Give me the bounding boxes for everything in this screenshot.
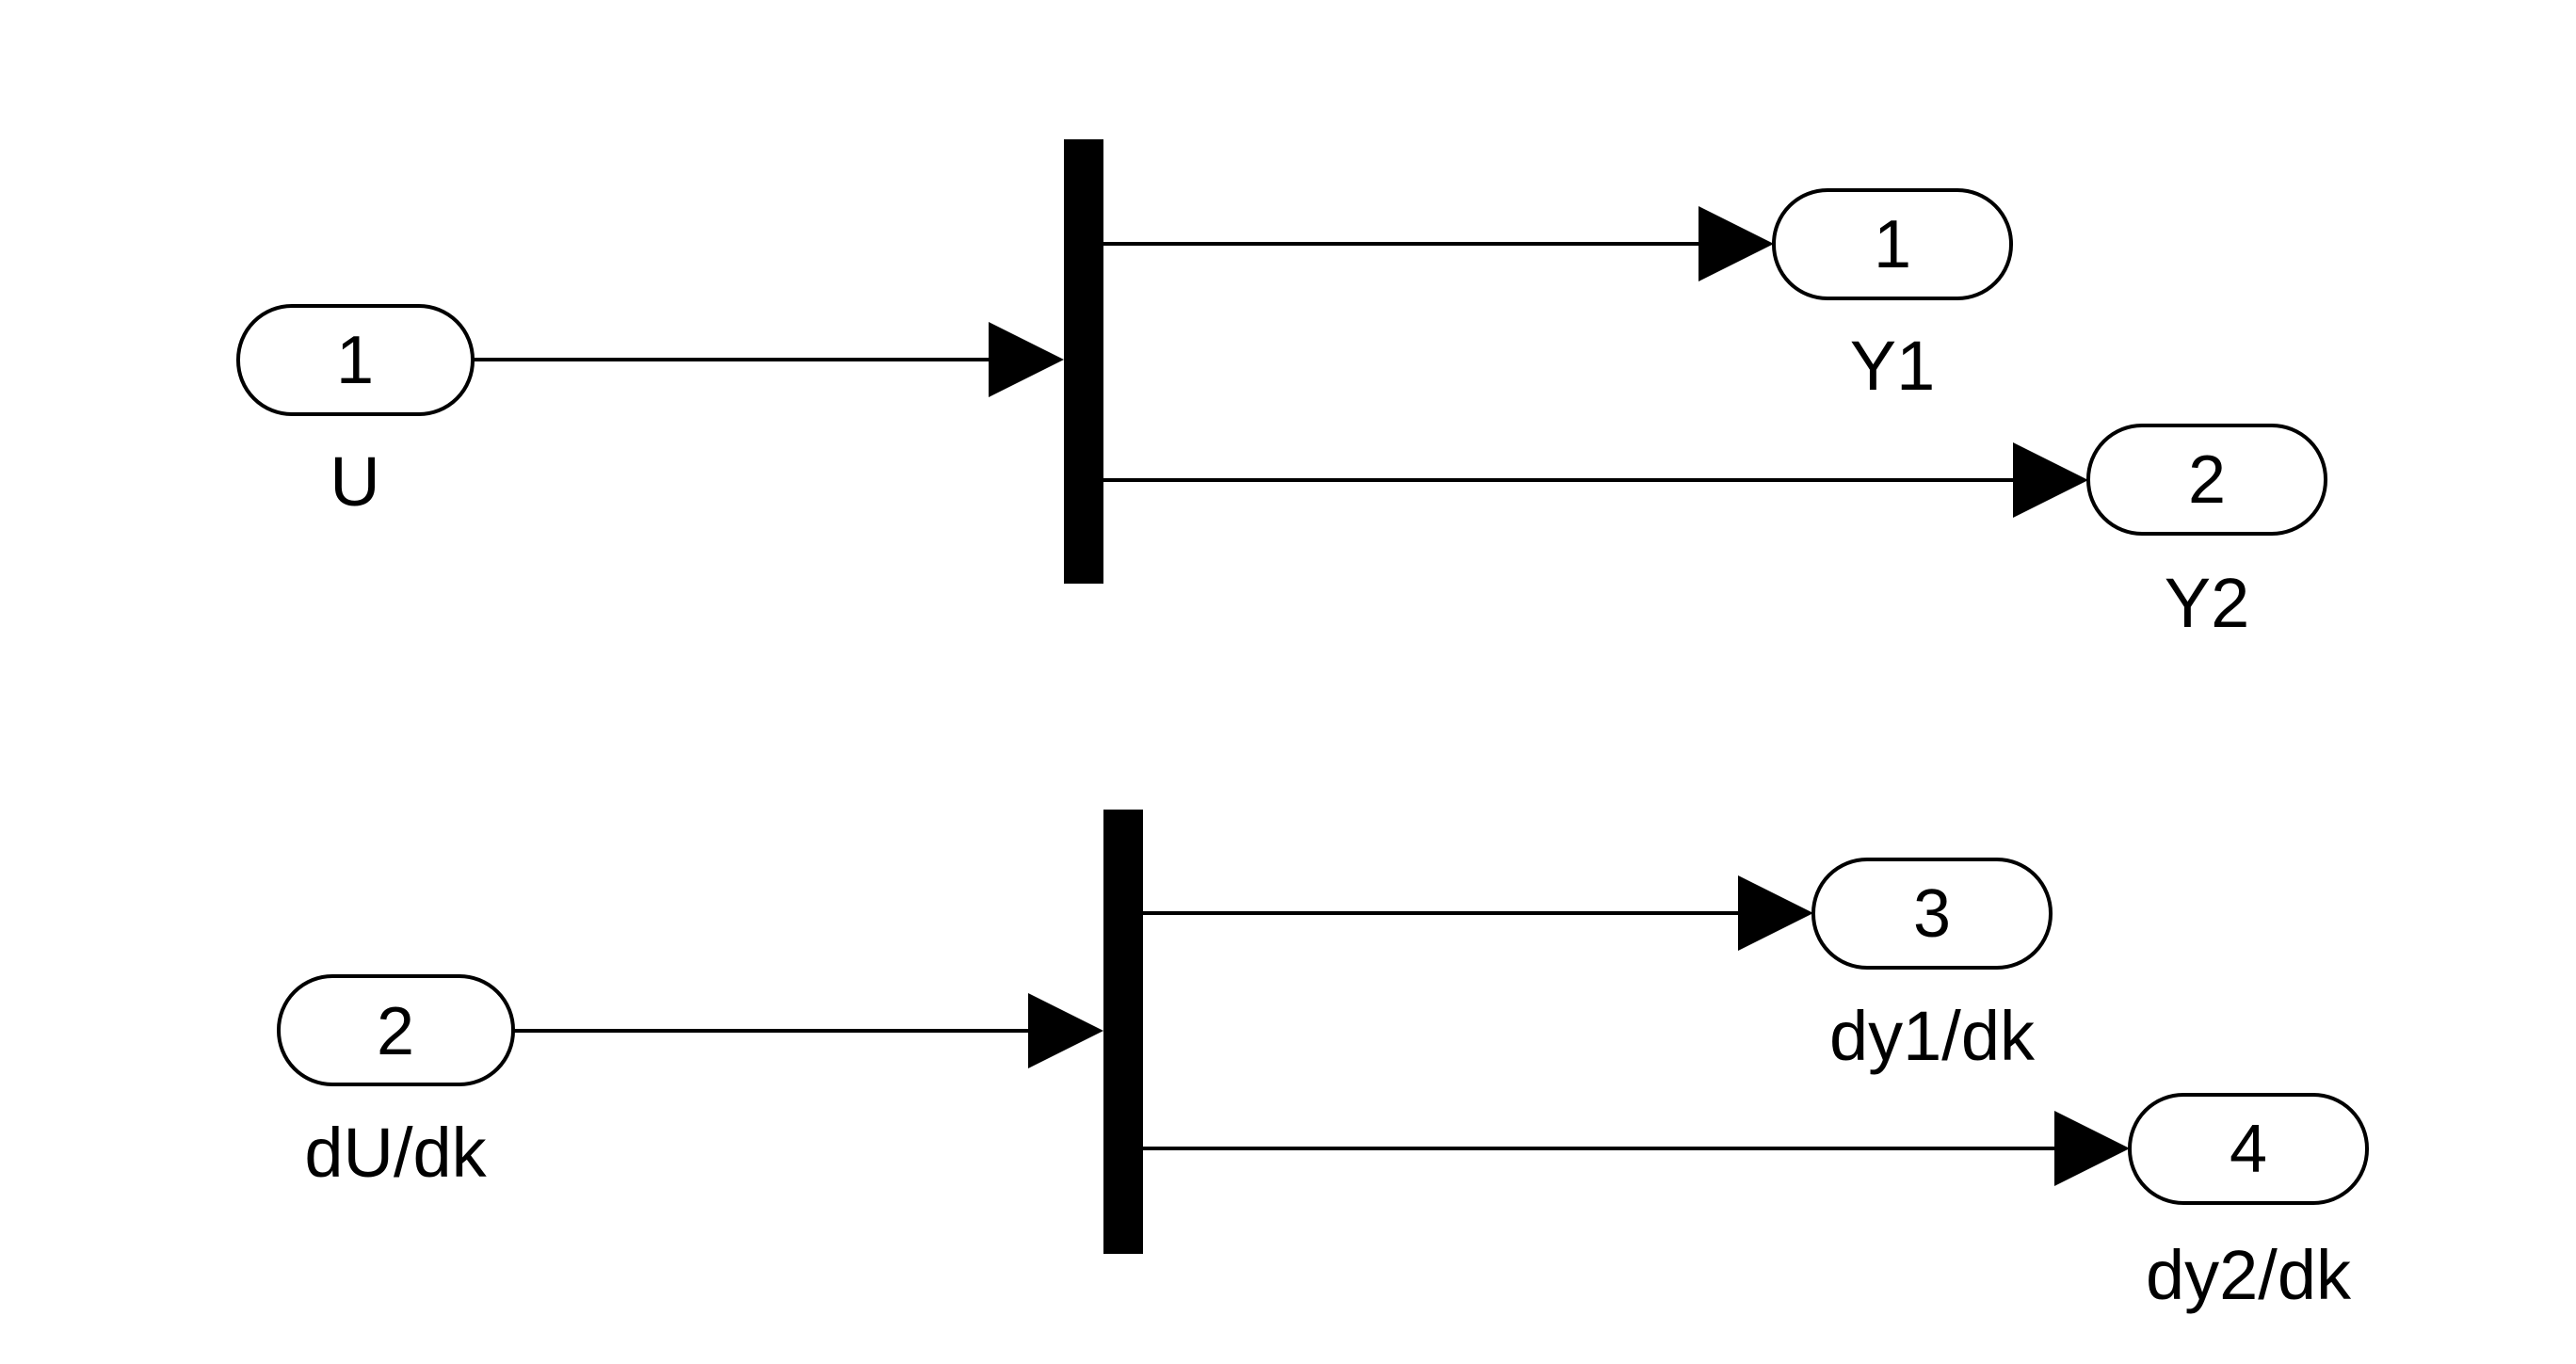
inport-1-oval bbox=[236, 304, 475, 416]
inport-1-label: U bbox=[330, 442, 379, 521]
outport-4-label: dy2/dk bbox=[2146, 1236, 2352, 1314]
outport-2-number: 2 bbox=[2188, 442, 2226, 518]
outport-block-4[interactable]: 4 bbox=[2128, 1093, 2369, 1205]
outport-4-oval bbox=[2128, 1093, 2369, 1205]
inport-2-label: dU/dk bbox=[304, 1114, 487, 1192]
outport-block-3[interactable]: 3 bbox=[1811, 858, 2053, 970]
arrowhead-demux-2-input bbox=[1028, 993, 1103, 1068]
outport-1-oval bbox=[1772, 188, 2013, 300]
outport-2-oval bbox=[2086, 424, 2327, 536]
outport-1-number: 1 bbox=[1874, 207, 1911, 282]
inport-block-2[interactable]: 2 bbox=[277, 974, 515, 1086]
outport-block-1[interactable]: 1 bbox=[1772, 188, 2013, 300]
outport-3-oval bbox=[1811, 858, 2053, 970]
outport-3-number: 3 bbox=[1913, 876, 1951, 952]
inport-1-number: 1 bbox=[336, 323, 374, 398]
arrowhead-demux-1-input bbox=[989, 322, 1064, 397]
demux-block-2[interactable] bbox=[1103, 810, 1143, 1254]
demux-block-1[interactable] bbox=[1064, 139, 1103, 584]
arrowhead-outport-1 bbox=[1699, 206, 1774, 281]
outport-1-label: Y1 bbox=[1850, 327, 1936, 405]
outport-4-number: 4 bbox=[2230, 1112, 2267, 1187]
inport-block-1[interactable]: 1 bbox=[236, 304, 475, 416]
outport-3-label: dy1/dk bbox=[1829, 997, 2036, 1075]
outport-2-label: Y2 bbox=[2165, 564, 2250, 642]
arrowhead-outport-3 bbox=[1738, 875, 1813, 951]
inport-2-number: 2 bbox=[377, 994, 414, 1069]
inport-2-oval bbox=[277, 974, 515, 1086]
arrowhead-outport-4 bbox=[2054, 1111, 2130, 1186]
outport-block-2[interactable]: 2 bbox=[2086, 424, 2327, 536]
arrowhead-outport-2 bbox=[2013, 442, 2088, 518]
